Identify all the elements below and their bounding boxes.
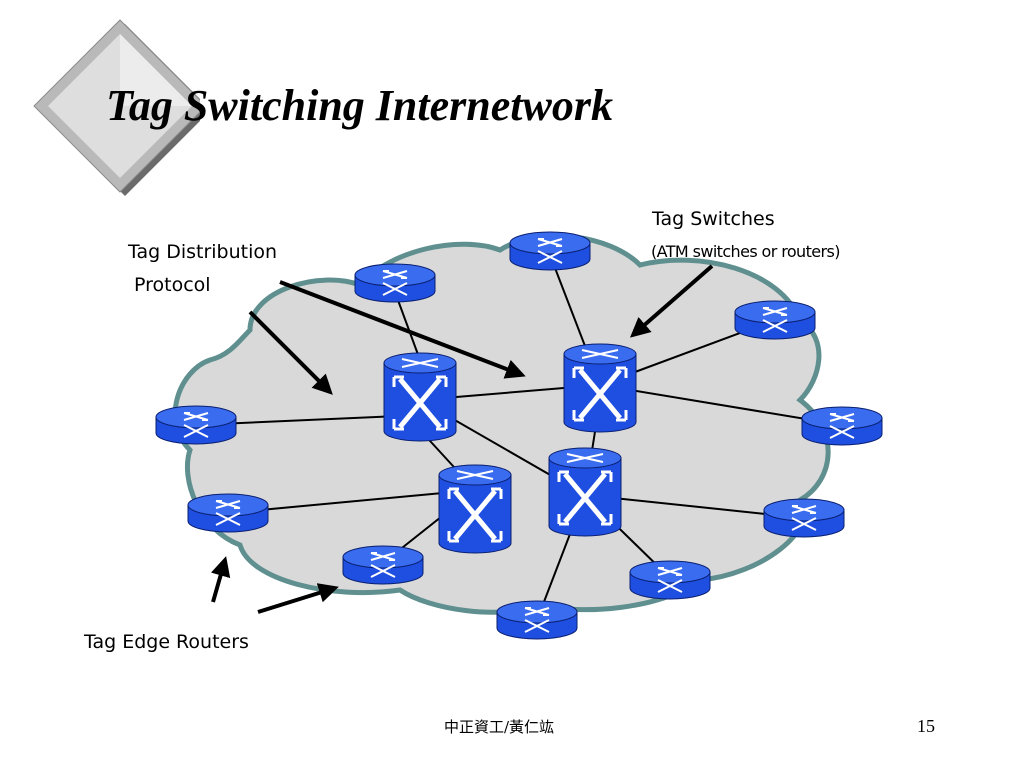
page-number: 15	[917, 716, 935, 736]
router-icon	[763, 498, 845, 538]
router-icon	[496, 600, 578, 640]
router-icon	[629, 560, 711, 600]
router-icon	[342, 545, 424, 585]
tag-switches-sublabel: (ATM switches or routers)	[651, 242, 840, 261]
callout-arrows	[210, 264, 714, 614]
router-icon	[509, 231, 591, 271]
diamond-bullet-icon	[33, 19, 200, 196]
tag-distribution-label: Tag Distribution	[128, 241, 278, 263]
network-cloud	[172, 233, 831, 615]
atm-switch-icon	[439, 465, 511, 553]
router-icon	[801, 406, 883, 446]
router-icon	[187, 493, 269, 533]
slide-footer: 中正資工/黃仁竑	[444, 718, 555, 736]
atm-switch-icon	[549, 448, 621, 536]
router-icon	[734, 300, 816, 340]
tag-distribution-label-protocol: Protocol	[134, 274, 211, 296]
tag-switches-label: Tag Switches	[652, 208, 775, 230]
atm-switch-icon	[384, 353, 456, 441]
slide-title: Tag Switching Internetwork	[106, 81, 613, 130]
router-icon	[155, 405, 237, 445]
tag-edge-routers-label: Tag Edge Routers	[84, 631, 249, 653]
router-icon	[354, 263, 436, 303]
atm-switch-icon	[564, 344, 636, 432]
